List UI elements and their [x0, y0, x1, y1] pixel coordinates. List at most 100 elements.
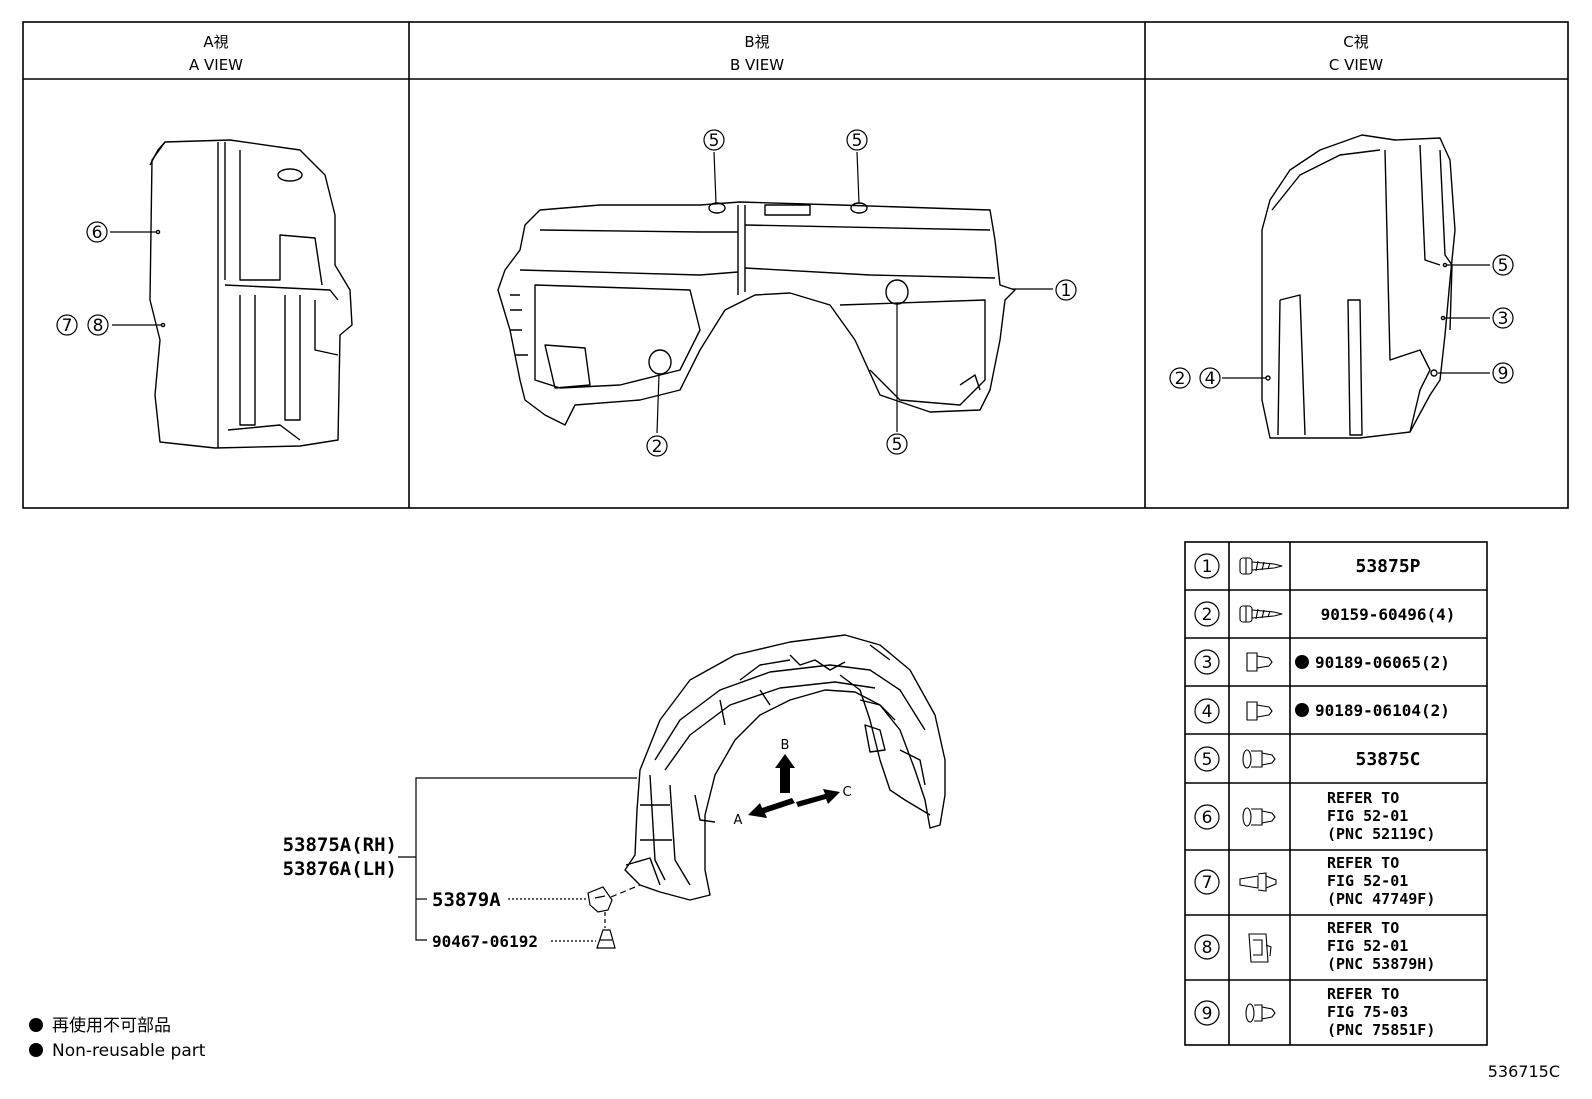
callout-2-c-view: 2: [1169, 367, 1191, 389]
non-reusable-dot-icon: [1295, 703, 1309, 717]
clip-53879a-drawing: [587, 886, 613, 913]
table-row: 7 REFER TO FIG 52-01 (PNC 47749F): [1194, 854, 1435, 908]
direction-arrow-b: [775, 754, 795, 793]
svg-text:2: 2: [652, 437, 663, 457]
reference-line: FIG 52-01: [1327, 937, 1408, 955]
row-number: 9: [1202, 1004, 1213, 1024]
svg-text:5: 5: [709, 131, 720, 151]
non-reusable-dot-icon: [29, 1018, 43, 1032]
table-row: 1 53875P: [1194, 553, 1421, 579]
direction-label-a: A: [734, 813, 743, 828]
part-number-90467-06192: 90467-06192: [432, 932, 538, 951]
long-clip-icon: [1239, 872, 1277, 892]
non-reusable-dot-icon: [1295, 655, 1309, 669]
push-rivet-icon: [1246, 652, 1273, 672]
callout-9: 9: [1492, 362, 1514, 384]
svg-text:5: 5: [1498, 256, 1509, 276]
part-number: 53875P: [1355, 556, 1420, 577]
direction-arrow-c: [796, 789, 840, 807]
table-row: 9 REFER TO FIG 75-03 (PNC 75851F): [1194, 985, 1435, 1039]
clip-icon: [1242, 749, 1276, 769]
reference-line: REFER TO: [1327, 854, 1399, 872]
svg-text:1: 1: [1061, 281, 1072, 301]
table-row: 4 90189-06104(2): [1194, 698, 1450, 724]
reference-line: FIG 75-03: [1327, 1003, 1408, 1021]
svg-text:9: 9: [1498, 364, 1509, 384]
b-view-liner-drawing: [497, 201, 1016, 426]
callout-2: 2: [646, 435, 668, 457]
part-number: 90159-60496(4): [1321, 605, 1456, 624]
screw-90467-drawing: [596, 929, 616, 949]
c-view-title-cjk: C視: [1343, 33, 1368, 51]
fender-liner-drawing: [624, 634, 946, 901]
callout-5-top-right: 5: [846, 129, 868, 151]
direction-label-b: B: [781, 738, 790, 753]
c-view-title: C VIEW: [1329, 56, 1383, 74]
callout-3: 3: [1492, 307, 1514, 329]
row-number: 4: [1202, 702, 1213, 722]
reference-line: FIG 52-01: [1327, 872, 1408, 890]
part-number: 90189-06104(2): [1315, 701, 1450, 720]
svg-text:5: 5: [852, 131, 863, 151]
callout-5-top-left: 5: [703, 129, 725, 151]
reference-line: (PNC 47749F): [1327, 890, 1435, 908]
callout-6: 6: [86, 221, 108, 243]
row-number: 5: [1202, 750, 1213, 770]
c-view-leaders: [1222, 264, 1490, 379]
part-number-53879a: 53879A: [432, 889, 501, 911]
row-number: 7: [1202, 873, 1213, 893]
table-row: 8 REFER TO FIG 52-01 (PNC 53879H): [1194, 919, 1435, 973]
a-view-title-cjk: A視: [203, 33, 228, 51]
direction-arrow-a: [748, 798, 795, 818]
legend-note-en: Non-reusable part: [29, 1041, 206, 1061]
svg-text:3: 3: [1498, 309, 1509, 329]
part-number: 53875C: [1355, 749, 1420, 770]
reference-line: REFER TO: [1327, 919, 1399, 937]
callout-8: 8: [87, 314, 109, 336]
tapping-screw-icon: [1239, 557, 1283, 575]
svg-text:4: 4: [1205, 369, 1216, 389]
legend-note-cjk: 再使用不可部品: [29, 1015, 171, 1036]
b-view-leaders: [656, 151, 1053, 434]
row-number: 1: [1202, 557, 1213, 577]
b-view-title-cjk: B視: [744, 33, 769, 51]
table-row: 5 53875C: [1194, 746, 1421, 772]
reference-line: REFER TO: [1327, 985, 1399, 1003]
callout-5-bottom: 5: [886, 433, 908, 455]
svg-text:6: 6: [92, 223, 103, 243]
svg-text:Non-reusable part: Non-reusable part: [52, 1041, 206, 1061]
figure-code: 536715C: [1488, 1062, 1560, 1081]
callout-5-c-view: 5: [1492, 254, 1514, 276]
part-number-53875a-rh: 53875A(RH): [283, 834, 397, 856]
callout-7: 7: [56, 314, 78, 336]
row-number: 8: [1202, 938, 1213, 958]
b-view-title: B VIEW: [730, 56, 784, 74]
c-view-liner-drawing: [1261, 134, 1456, 439]
svg-text:再使用不可部品: 再使用不可部品: [52, 1015, 171, 1036]
reference-line: FIG 52-01: [1327, 807, 1408, 825]
callout-4: 4: [1199, 367, 1221, 389]
part-number-53876a-lh: 53876A(LH): [283, 858, 397, 880]
a-view-leaders: [110, 231, 161, 326]
direction-label-c: C: [842, 785, 851, 800]
non-reusable-dot-icon: [29, 1043, 43, 1057]
table-row: 6 REFER TO FIG 52-01 (PNC 52119C): [1194, 789, 1435, 843]
reference-line: (PNC 53879H): [1327, 955, 1435, 973]
main-leaders: [398, 777, 641, 942]
reference-line: (PNC 75851F): [1327, 1021, 1435, 1039]
push-rivet-icon: [1246, 701, 1273, 721]
a-view-liner-drawing: [149, 139, 353, 449]
svg-text:8: 8: [93, 316, 104, 336]
table-row: 2 90159-60496(4): [1194, 601, 1456, 627]
svg-text:7: 7: [62, 316, 73, 336]
svg-text:5: 5: [892, 435, 903, 455]
row-number: 6: [1202, 808, 1213, 828]
part-number: 90189-06065(2): [1315, 653, 1450, 672]
callout-1: 1: [1055, 279, 1077, 301]
parts-table: 1 53875P 2 90159-60496(4) 3: [1184, 541, 1488, 1046]
view-frame: [22, 21, 1569, 509]
a-view-title: A VIEW: [189, 56, 243, 74]
push-clip-icon: [1245, 1003, 1276, 1023]
svg-text:2: 2: [1175, 369, 1186, 389]
